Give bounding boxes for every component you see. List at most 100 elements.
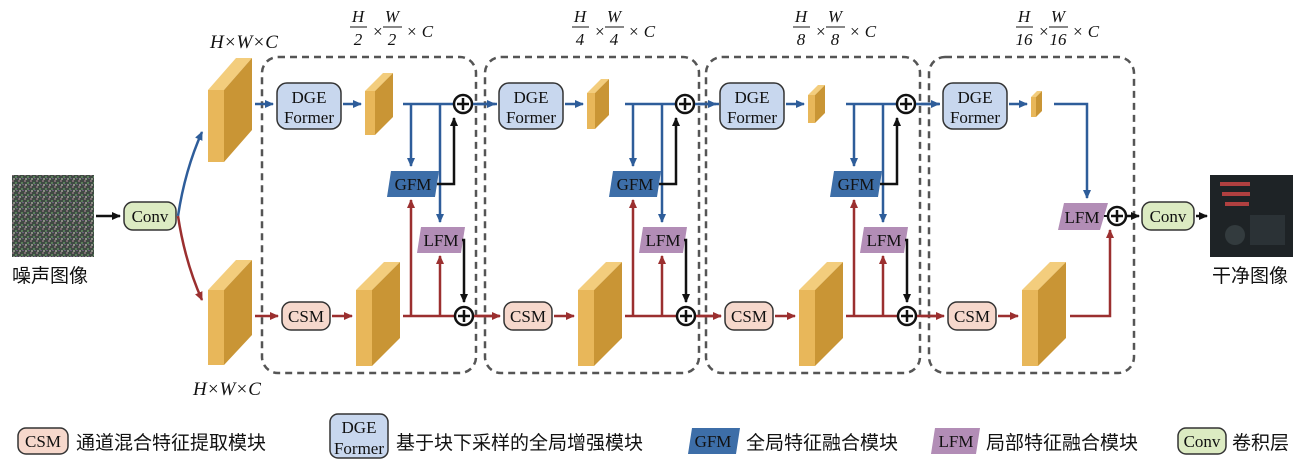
- legend: CSM 通道混合特征提取模块 DGE Former 基于块下采样的全局增强模块 …: [17, 413, 1289, 459]
- conv-label-input: Conv: [132, 207, 169, 226]
- legend-dge-text: 基于块下采样的全局增强模块: [396, 432, 643, 454]
- gfm-block: [609, 171, 661, 197]
- dim-h: H: [351, 7, 366, 26]
- dim-times: ×: [594, 22, 605, 41]
- feature-map-down-3: [808, 85, 825, 123]
- feature-map-top: [208, 58, 252, 162]
- conv-block-input: [123, 201, 177, 231]
- csm-label: CSM: [510, 307, 546, 326]
- dim-w-divisor: 2: [388, 30, 397, 49]
- csm-block: [281, 301, 331, 331]
- legend-csm-abbr: CSM: [25, 432, 61, 451]
- stage-box-2: [483, 55, 701, 375]
- feature-map-csm-3: [799, 262, 843, 366]
- csm-block: [503, 301, 553, 331]
- legend-dge-line2: Former: [334, 439, 384, 458]
- dim-h-divisor: 16: [1016, 30, 1034, 49]
- csm-label: CSM: [731, 307, 767, 326]
- legend-conv-swatch: [1177, 427, 1227, 455]
- arrow-gfm-add: [437, 117, 458, 186]
- dge-line2: Former: [506, 108, 556, 127]
- dge-line2: Former: [950, 108, 1000, 127]
- dim-times: ×: [1038, 22, 1049, 41]
- dge-line2: Former: [727, 108, 777, 127]
- dim-w-divisor: 16: [1050, 30, 1068, 49]
- dim-times-c: × C: [1072, 22, 1100, 41]
- stage-box-3: [704, 55, 922, 375]
- dim-w: W: [607, 7, 623, 26]
- arrow-lfm-add: [903, 238, 911, 303]
- lfm-block: [639, 227, 687, 253]
- conv-label-output: Conv: [1150, 207, 1187, 226]
- legend-dge-line1: DGE: [342, 418, 377, 437]
- dim-full-top: H×W×C: [209, 32, 278, 53]
- dim-h: H: [1017, 7, 1032, 26]
- add-top-icon: [895, 93, 917, 115]
- dge-former-block: [276, 82, 342, 130]
- arrow-stage4-blue-down: [1054, 102, 1091, 199]
- dge-line1: DGE: [514, 88, 549, 107]
- dge-line1: DGE: [735, 88, 770, 107]
- dge-former-block: [719, 82, 785, 130]
- csm-block: [724, 301, 774, 331]
- dim-times: ×: [815, 22, 826, 41]
- legend-csm-text: 通道混合特征提取模块: [76, 432, 266, 454]
- csm-label: CSM: [288, 307, 324, 326]
- conv-block-output: [1141, 201, 1195, 231]
- gfm-block: [387, 171, 439, 197]
- dim-times-c: × C: [628, 22, 656, 41]
- legend-lfm-abbr: LFM: [939, 432, 974, 451]
- stage-dim-1: H2×W2× C: [350, 7, 434, 49]
- feature-map-csm-1: [356, 262, 400, 366]
- lfm-final-label: LFM: [1065, 208, 1100, 227]
- legend-gfm-swatch: [688, 428, 740, 454]
- dge-former-block: [498, 82, 564, 130]
- lfm-label: LFM: [867, 231, 902, 250]
- dge-former-block: [942, 82, 1008, 130]
- add-bottom-icon: [675, 305, 697, 327]
- gfm-block: [830, 171, 882, 197]
- stage-dim-4: H16×W16× C: [1016, 7, 1100, 49]
- legend-lfm-swatch: [931, 428, 980, 454]
- add-top-icon: [674, 93, 696, 115]
- gfm-label: GFM: [617, 175, 654, 194]
- add-final-icon: [1106, 205, 1128, 227]
- arrow-lfm-add: [460, 238, 468, 303]
- dge-line2: Former: [284, 108, 334, 127]
- dge-line1: DGE: [292, 88, 327, 107]
- dim-h-divisor: 8: [797, 30, 806, 49]
- dim-w-divisor: 8: [831, 30, 840, 49]
- lfm-final: [1058, 203, 1108, 230]
- add-bottom-icon: [896, 305, 918, 327]
- legend-dge-swatch: [329, 413, 389, 459]
- noisy-image: [12, 175, 94, 257]
- stage-box-1: [260, 55, 478, 375]
- dim-times-c: × C: [849, 22, 877, 41]
- feature-map-down-1: [365, 73, 393, 135]
- dim-w-divisor: 4: [610, 30, 619, 49]
- legend-conv-text: 卷积层: [1232, 432, 1289, 454]
- lfm-label: LFM: [424, 231, 459, 250]
- output-label: 干净图像: [1212, 265, 1288, 287]
- dim-h-divisor: 2: [354, 30, 363, 49]
- dim-w: W: [828, 7, 844, 26]
- add-top-icon: [452, 93, 474, 115]
- dim-h: H: [794, 7, 809, 26]
- gfm-label: GFM: [395, 175, 432, 194]
- lfm-block: [860, 227, 908, 253]
- arrow-conv-up: [176, 131, 204, 217]
- arrow-conv-down: [176, 215, 204, 301]
- arrow-gfm-add: [880, 117, 901, 186]
- feature-map-down-4: [1031, 91, 1042, 117]
- dim-w: W: [1051, 7, 1067, 26]
- legend-gfm-text: 全局特征融合模块: [746, 432, 898, 454]
- arrow-lfm-add: [682, 238, 690, 303]
- gfm-label: GFM: [838, 175, 875, 194]
- legend-gfm-abbr: GFM: [695, 432, 732, 451]
- legend-csm-swatch: [17, 427, 69, 455]
